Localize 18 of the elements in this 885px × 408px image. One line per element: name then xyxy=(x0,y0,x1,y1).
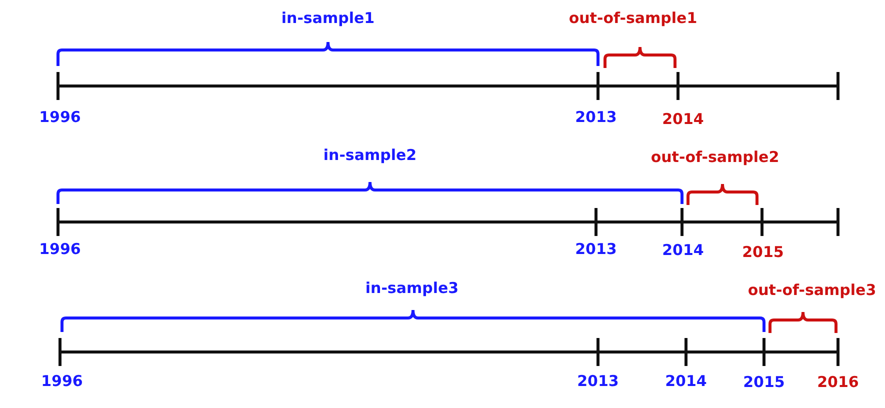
period-label: out-of-sample2 xyxy=(650,148,780,166)
period-label: out-of-sample1 xyxy=(568,9,698,27)
period-label: in-sample2 xyxy=(323,146,417,164)
year-label: 2014 xyxy=(662,110,704,128)
year-label: 2013 xyxy=(577,372,619,390)
year-label: 2013 xyxy=(575,240,617,258)
year-label: 2014 xyxy=(665,372,707,390)
year-label: 2014 xyxy=(662,241,704,259)
year-label: 1996 xyxy=(41,372,83,390)
period-label: in-sample1 xyxy=(281,9,375,27)
year-label: 2016 xyxy=(817,373,859,391)
period-label: out-of-sample3 xyxy=(748,281,876,299)
year-label: 2013 xyxy=(575,108,617,126)
year-label: 2015 xyxy=(743,373,785,391)
period-label: in-sample3 xyxy=(365,279,459,297)
year-label: 2015 xyxy=(742,243,784,261)
year-label: 1996 xyxy=(39,240,81,258)
year-label: 1996 xyxy=(39,108,81,126)
